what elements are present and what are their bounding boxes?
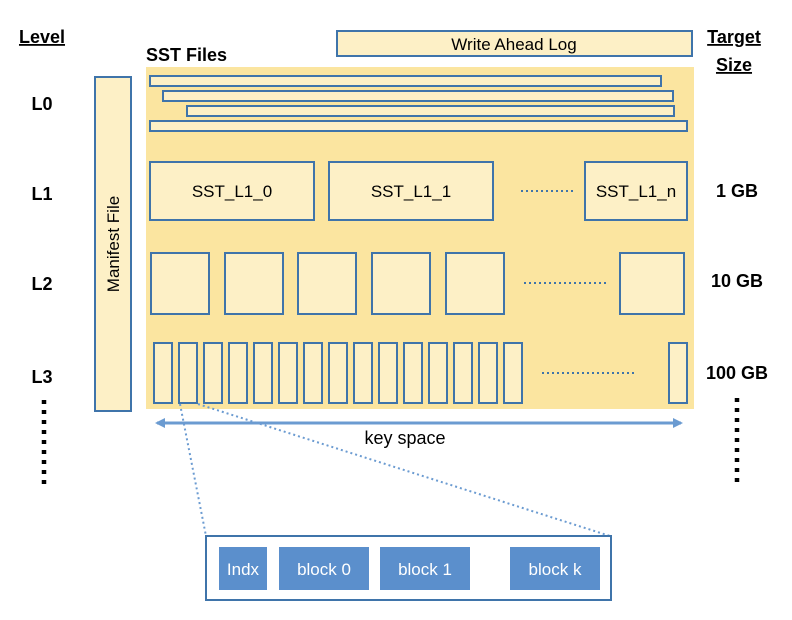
level-label-l2: L2	[31, 274, 52, 294]
l2-sst-file	[371, 252, 431, 315]
index-block	[219, 547, 267, 590]
l0-sst-file	[186, 105, 675, 117]
l3-sst-file	[303, 342, 323, 404]
data-block-1	[380, 547, 470, 590]
l1-sst-file-1-label: SST_L1_1	[371, 182, 451, 201]
l3-sst-file	[668, 342, 688, 404]
write-ahead-log-box	[336, 30, 693, 57]
l0-sst-file	[149, 120, 688, 132]
l3-sst-file	[403, 342, 423, 404]
data-block-1-label: block 1	[398, 560, 452, 579]
l2-sst-file	[445, 252, 505, 315]
manifest-file-label: Manifest File	[104, 196, 123, 292]
l2-sst-file	[224, 252, 284, 315]
l3-sst-file	[328, 342, 348, 404]
data-block-0-label: block 0	[297, 560, 351, 579]
level-column-header: Level	[19, 27, 65, 47]
data-block-k-label: block k	[529, 560, 582, 579]
l1-sst-file-n-label: SST_L1_n	[596, 182, 676, 201]
key-space-label: key space	[364, 428, 445, 448]
l3-sst-file	[228, 342, 248, 404]
target-size-header-line2: Size	[716, 55, 752, 75]
l3-sst-file	[478, 342, 498, 404]
l3-sst-file	[203, 342, 223, 404]
l3-sst-file	[378, 342, 398, 404]
l0-sst-file	[162, 90, 674, 102]
target-size-l3: 100 GB	[706, 363, 768, 383]
index-block-label: Indx	[227, 560, 260, 579]
target-size-header-line1: Target	[707, 27, 761, 47]
l3-sst-file	[353, 342, 373, 404]
l2-sst-file	[297, 252, 357, 315]
level-label-l0: L0	[31, 94, 52, 114]
data-block-k	[510, 547, 600, 590]
l3-sst-file	[153, 342, 173, 404]
write-ahead-log-label: Write Ahead Log	[451, 35, 576, 54]
data-block-0	[279, 547, 369, 590]
l3-sst-file	[428, 342, 448, 404]
l1-sst-file-1	[328, 161, 494, 221]
target-size-l2: 10 GB	[711, 271, 763, 291]
l3-sst-file	[253, 342, 273, 404]
level-label-l3: L3	[31, 367, 52, 387]
l3-sst-file	[278, 342, 298, 404]
l2-sst-file	[150, 252, 210, 315]
level-label-l1: L1	[31, 184, 52, 204]
manifest-file-box	[94, 76, 132, 412]
l3-sst-file	[178, 342, 198, 404]
sst-files-label: SST Files	[146, 45, 227, 65]
l1-sst-file-0	[149, 161, 315, 221]
l0-sst-file	[149, 75, 662, 87]
zoom-line-right	[197, 403, 611, 537]
l1-sst-file-n	[584, 161, 688, 221]
target-size-l1: 1 GB	[716, 181, 758, 201]
l2-sst-file	[619, 252, 685, 315]
l3-sst-file	[453, 342, 473, 404]
l3-sst-file	[503, 342, 523, 404]
l1-sst-file-0-label: SST_L1_0	[192, 182, 272, 201]
